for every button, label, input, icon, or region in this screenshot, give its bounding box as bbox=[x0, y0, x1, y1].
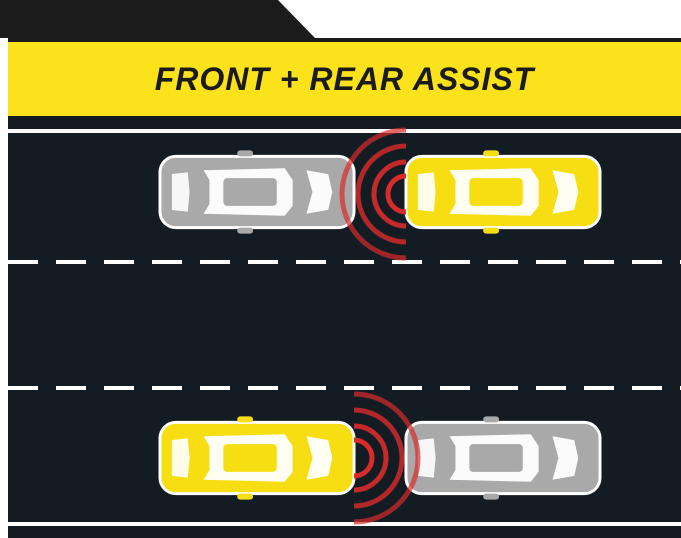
title-banner: FRONT + REAR ASSIST bbox=[8, 38, 681, 116]
road-scene bbox=[8, 116, 681, 538]
gray-car-bottom-lane bbox=[406, 416, 600, 499]
gray-car-top-lane bbox=[160, 150, 354, 233]
header-tab bbox=[0, 0, 320, 38]
yellow-car-top-lane bbox=[406, 150, 600, 233]
yellow-car-bottom-lane bbox=[160, 416, 354, 499]
page-title: FRONT + REAR ASSIST bbox=[155, 61, 535, 98]
